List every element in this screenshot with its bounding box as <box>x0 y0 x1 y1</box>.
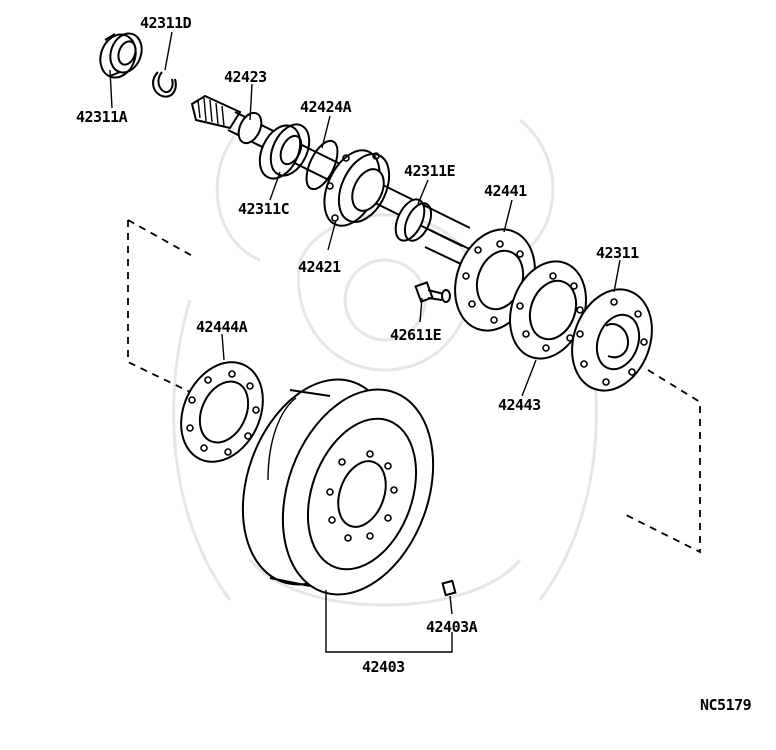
label-42423: 42423 <box>224 68 267 86</box>
label-42403A: 42403A <box>426 618 478 636</box>
label-42424A: 42424A <box>300 98 352 116</box>
reference-dash-lines <box>127 219 701 554</box>
oil-seal-42311E <box>394 198 433 242</box>
spacer-42424A <box>305 139 339 191</box>
hub-flange-42421 <box>323 149 391 227</box>
brake-drum-42403 <box>241 378 435 596</box>
leader-lines <box>109 31 621 653</box>
snap-ring-42311D <box>152 71 177 98</box>
label-42311A: 42311A <box>76 108 128 126</box>
hub-cover-42311 <box>571 288 653 392</box>
label-42403: 42403 <box>362 658 405 676</box>
label-42611E: 42611E <box>390 326 442 344</box>
label-42421: 42421 <box>298 258 341 276</box>
label-42311E: 42311E <box>404 162 456 180</box>
label-42443: 42443 <box>498 396 541 414</box>
diagram-code: NC5179 <box>700 696 752 714</box>
hub-bolt-42611E <box>414 281 451 303</box>
label-42311D: 42311D <box>140 14 192 32</box>
gasket-42444A <box>180 361 264 463</box>
oil-seal-42311A <box>99 32 143 79</box>
label-42311: 42311 <box>596 244 639 262</box>
plug-42403A <box>441 579 457 597</box>
shim-42443 <box>509 260 587 360</box>
label-42444A: 42444A <box>196 318 248 336</box>
label-42311C: 42311C <box>238 200 289 218</box>
label-42441: 42441 <box>484 182 527 200</box>
